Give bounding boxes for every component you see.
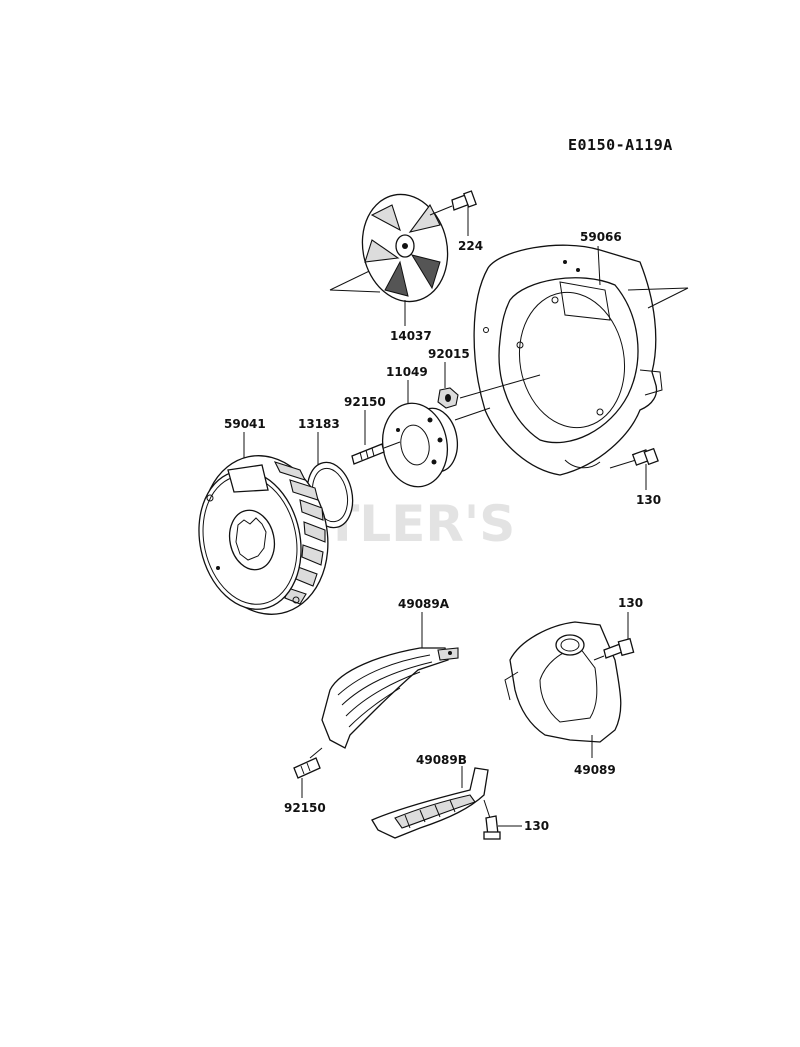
label-49089: 49089	[574, 763, 616, 777]
label-49089A: 49089A	[398, 597, 450, 611]
pulley-11049[interactable]: 11049	[376, 365, 491, 492]
flywheel-59041[interactable]: 59041	[187, 417, 343, 626]
bolt-224[interactable]: 224	[429, 190, 483, 253]
label-11049: 11049	[386, 365, 428, 379]
cover-49089B[interactable]: 49089B	[371, 753, 489, 839]
cover-49089[interactable]: 49089	[504, 621, 622, 777]
bolt-130-housing[interactable]: 130	[609, 447, 661, 507]
label-49089B: 49089B	[416, 753, 467, 767]
bolt-130-right[interactable]: 130	[593, 596, 643, 661]
label-59066: 59066	[580, 230, 622, 244]
stud-92150-top[interactable]: 92150	[344, 395, 401, 465]
label-224: 224	[458, 239, 483, 253]
fan-14037[interactable]: 14037	[329, 186, 457, 343]
label-92150-bottom: 92150	[284, 801, 326, 815]
label-13183: 13183	[298, 417, 340, 431]
label-130-housing: 130	[636, 493, 661, 507]
bolt-130-bottom[interactable]: 130	[483, 799, 549, 840]
diagram-code: E0150-A119A	[568, 136, 673, 154]
label-92150-top: 92150	[344, 395, 386, 409]
cover-49089A[interactable]: 49089A	[321, 597, 459, 749]
nut-92015[interactable]: 92015	[428, 347, 541, 409]
label-130-right: 130	[618, 596, 643, 610]
label-130-bottom: 130	[524, 819, 549, 833]
stud-92150-bottom[interactable]: 92150	[284, 747, 326, 815]
label-92015: 92015	[428, 347, 470, 361]
label-59041: 59041	[224, 417, 266, 431]
housing-59066[interactable]: 59066	[473, 230, 689, 476]
label-14037: 14037	[390, 329, 432, 343]
